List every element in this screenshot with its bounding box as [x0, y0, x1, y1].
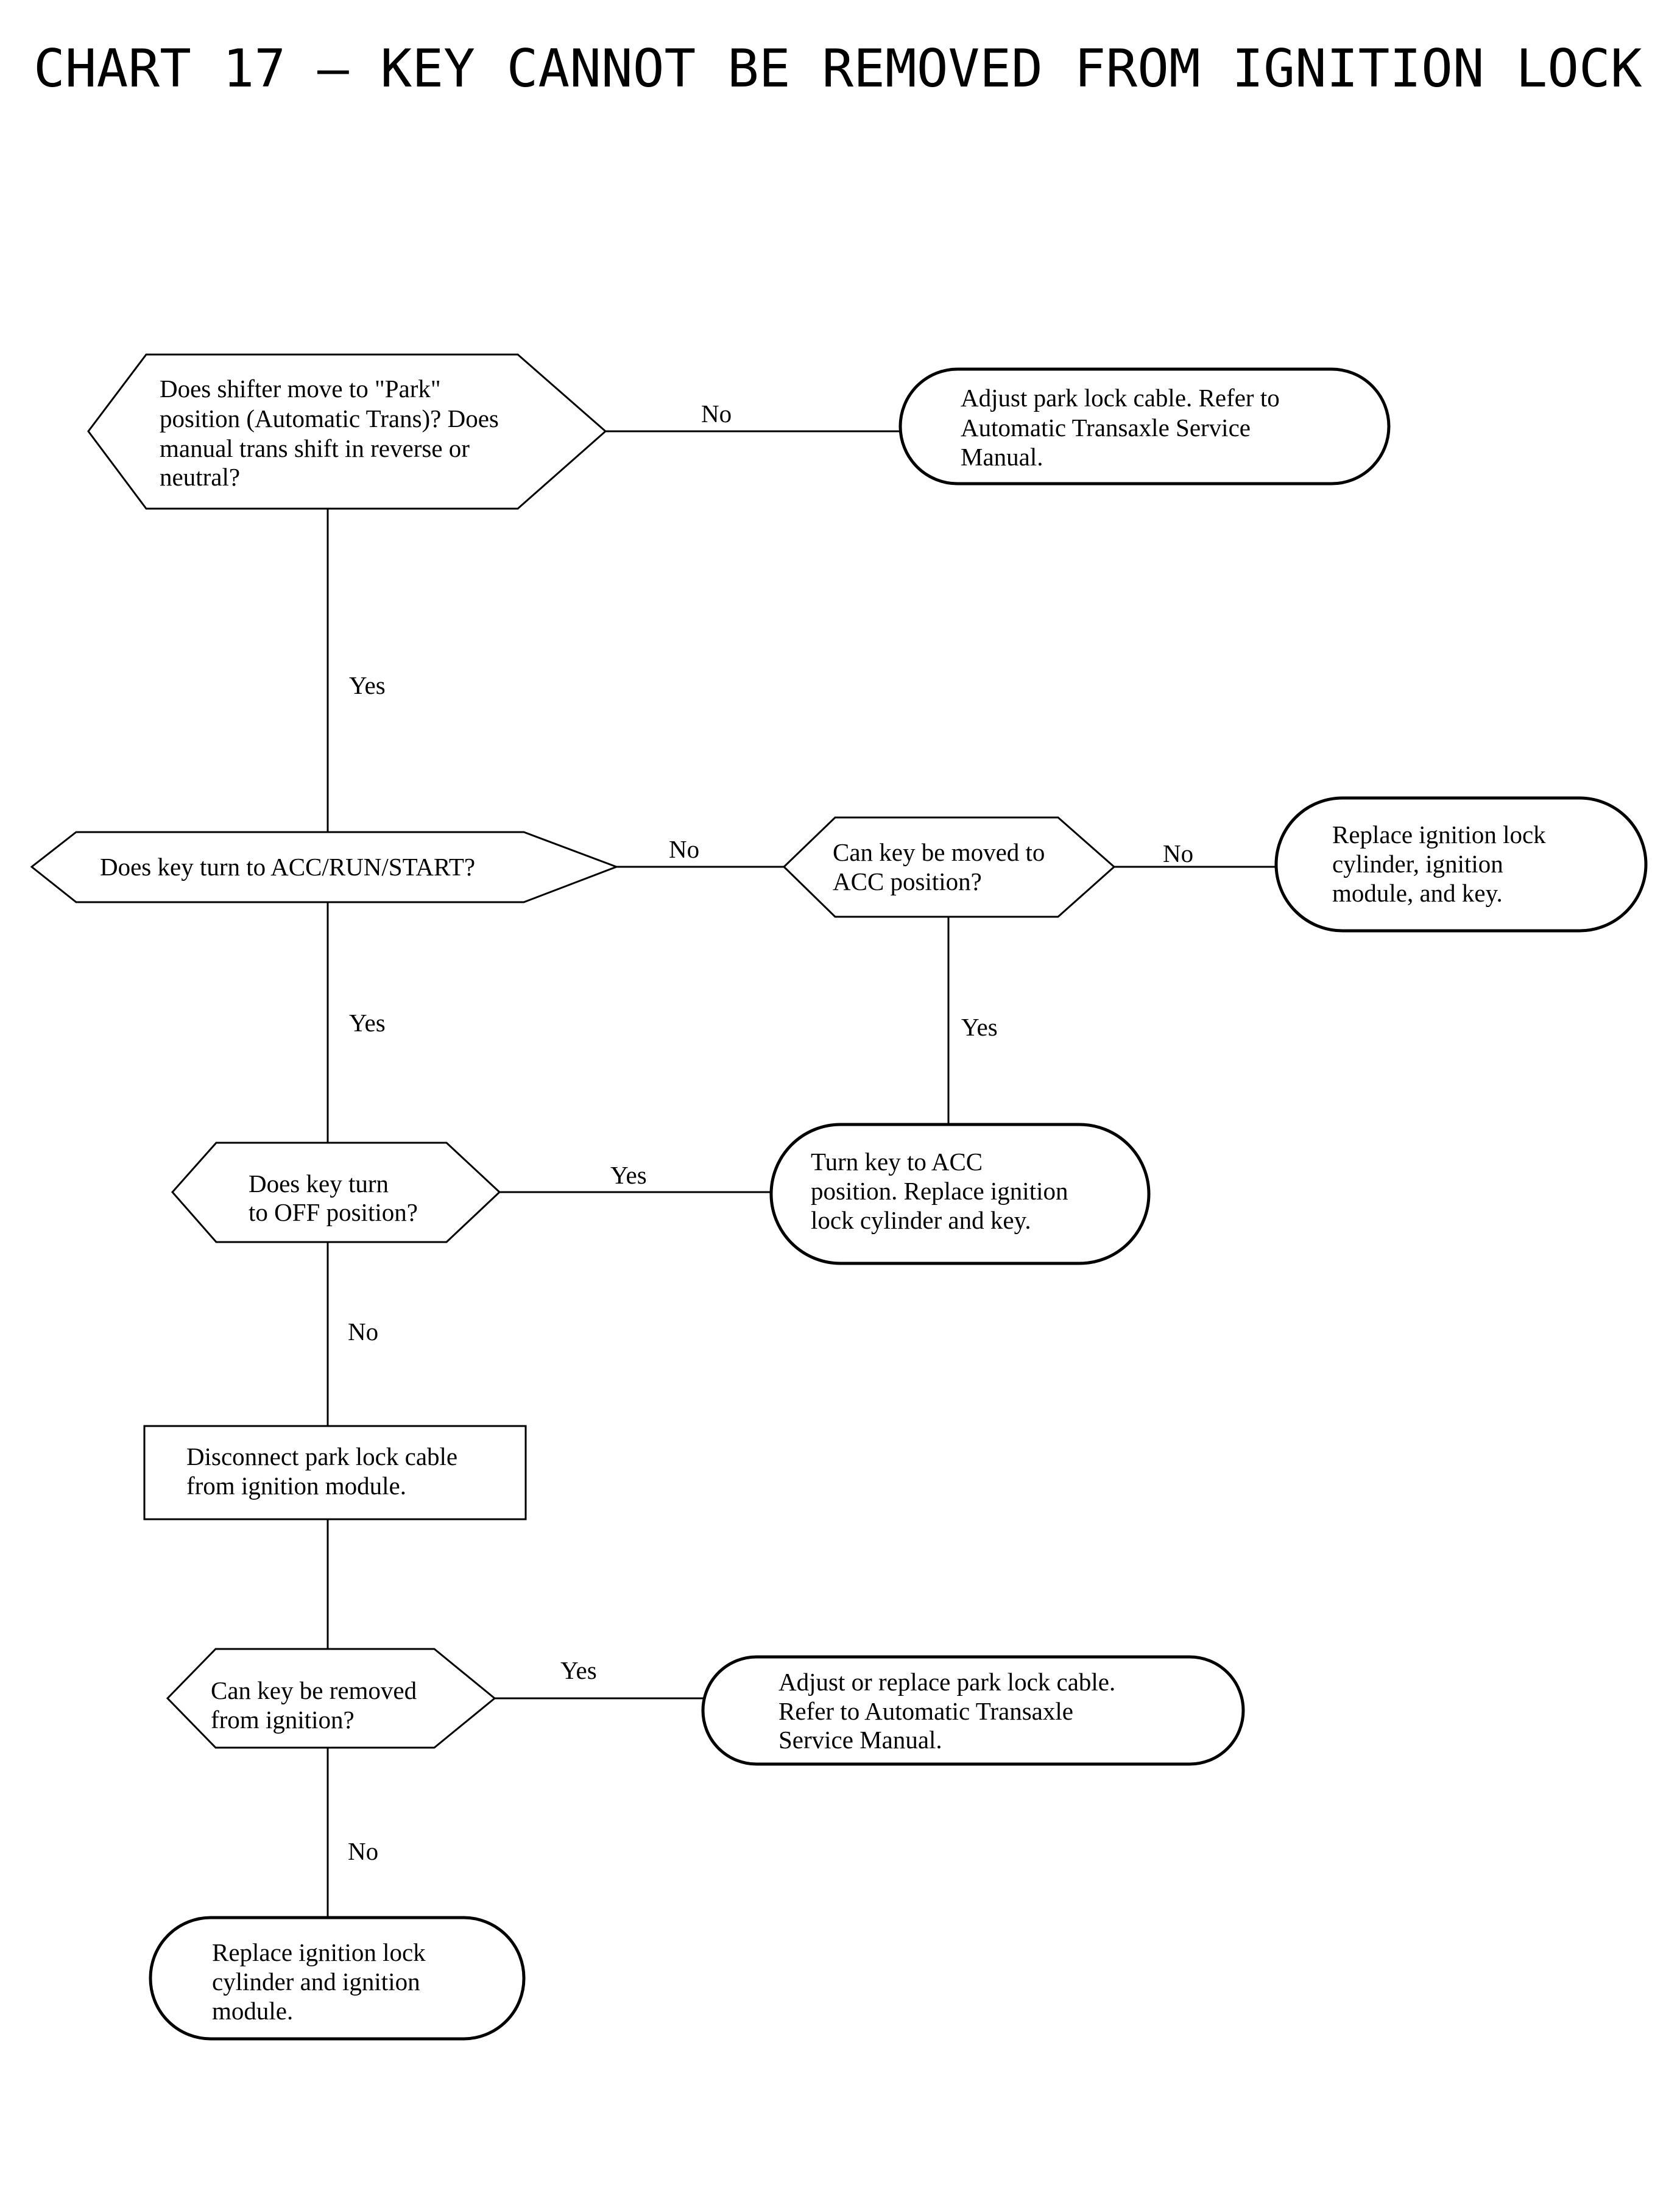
label-acc-no: No: [1163, 839, 1193, 867]
label-park-no: No: [701, 400, 732, 428]
text-line: Service Manual.: [778, 1726, 942, 1754]
label-keyturn-yes: Yes: [349, 1009, 386, 1037]
text-line: lock cylinder and key.: [811, 1206, 1031, 1234]
adjust-or-replace-cable-text: Adjust or replace park lock cable. Refer…: [778, 1668, 1122, 1754]
text-line: Does shifter move to "Park": [160, 375, 441, 403]
step-disconnect-park-lock-cable: [143, 1425, 527, 1520]
adjust-park-lock-cable-text: Adjust park lock cable. Refer to Automat…: [961, 384, 1286, 471]
text-line: cylinder and ignition: [212, 1968, 420, 1996]
label-removed-yes: Yes: [560, 1656, 597, 1684]
text-line: Refer to Automatic Transaxle: [778, 1697, 1073, 1725]
disconnect-park-lock-cable-text: Disconnect park lock cable from ignition…: [186, 1442, 464, 1500]
text-line: Disconnect park lock cable: [186, 1442, 457, 1470]
text-line: ACC position?: [833, 867, 982, 895]
text-line: neutral?: [160, 463, 240, 491]
text-line: Does key turn: [249, 1170, 389, 1198]
text-line: position. Replace ignition: [811, 1177, 1068, 1205]
text-line: Does key turn to ACC/RUN/START?: [100, 853, 475, 881]
result-replace-cylinder-module: [149, 1916, 526, 2041]
key-removed-text: Can key be removed from ignition?: [211, 1676, 423, 1734]
result-replace-cylinder-module-key: [1274, 796, 1648, 933]
text-line: Turn key to ACC: [811, 1148, 983, 1176]
decision-shifter-park: [87, 353, 607, 510]
text-line: Manual.: [961, 443, 1043, 471]
text-line: from ignition?: [211, 1706, 355, 1734]
text-line: from ignition module.: [186, 1472, 406, 1500]
text-line: Adjust or replace park lock cable.: [778, 1668, 1115, 1696]
text-line: Can key be removed: [211, 1676, 417, 1704]
replace-cylinder-module-text: Replace ignition lock cylinder and ignit…: [212, 1938, 432, 2025]
text-line: module.: [212, 1997, 293, 2025]
label-keyturn-no: No: [669, 835, 699, 863]
decision-key-turn-acc-run-start: [30, 831, 619, 903]
text-line: Replace ignition lock: [1332, 821, 1546, 849]
key-turn-acc-run-start-text: Does key turn to ACC/RUN/START?: [100, 853, 475, 881]
text-line: module, and key.: [1332, 879, 1503, 907]
result-turn-key-to-acc: [769, 1123, 1151, 1265]
result-adjust-park-lock-cable: [898, 367, 1391, 485]
label-acc-yes: Yes: [961, 1013, 998, 1041]
text-line: Replace ignition lock: [212, 1938, 426, 1966]
chart-title: CHART 17 – KEY CANNOT BE REMOVED FROM IG…: [34, 38, 1642, 99]
text-line: Adjust park lock cable. Refer to: [961, 384, 1280, 412]
text-line: Automatic Transaxle Service: [961, 414, 1251, 442]
result-adjust-or-replace-cable: [701, 1655, 1245, 1766]
text-line: manual trans shift in reverse or: [160, 434, 470, 462]
turn-key-to-acc-text: Turn key to ACC position. Replace igniti…: [811, 1148, 1075, 1234]
label-park-yes: Yes: [349, 671, 386, 699]
label-off-yes: Yes: [610, 1161, 647, 1189]
decision-key-move-to-acc: [782, 816, 1116, 918]
replace-cylinder-module-key-text: Replace ignition lock cylinder, ignition…: [1332, 821, 1552, 907]
text-line: cylinder, ignition: [1332, 850, 1503, 878]
decision-key-turn-off: [171, 1142, 501, 1243]
text-line: position (Automatic Trans)? Does: [160, 404, 499, 432]
text-line: Can key be moved to: [833, 838, 1045, 866]
text-line: to OFF position?: [249, 1198, 418, 1226]
connectors: [326, 430, 1276, 1918]
decision-key-removed: [166, 1648, 496, 1749]
shifter-park-text: Does shifter move to "Park" position (Au…: [160, 375, 505, 491]
key-move-to-acc-text: Can key be moved to ACC position?: [833, 838, 1051, 895]
key-turn-off-text: Does key turn to OFF position?: [249, 1170, 418, 1226]
label-off-no: No: [348, 1318, 378, 1346]
label-removed-no: No: [348, 1837, 378, 1865]
